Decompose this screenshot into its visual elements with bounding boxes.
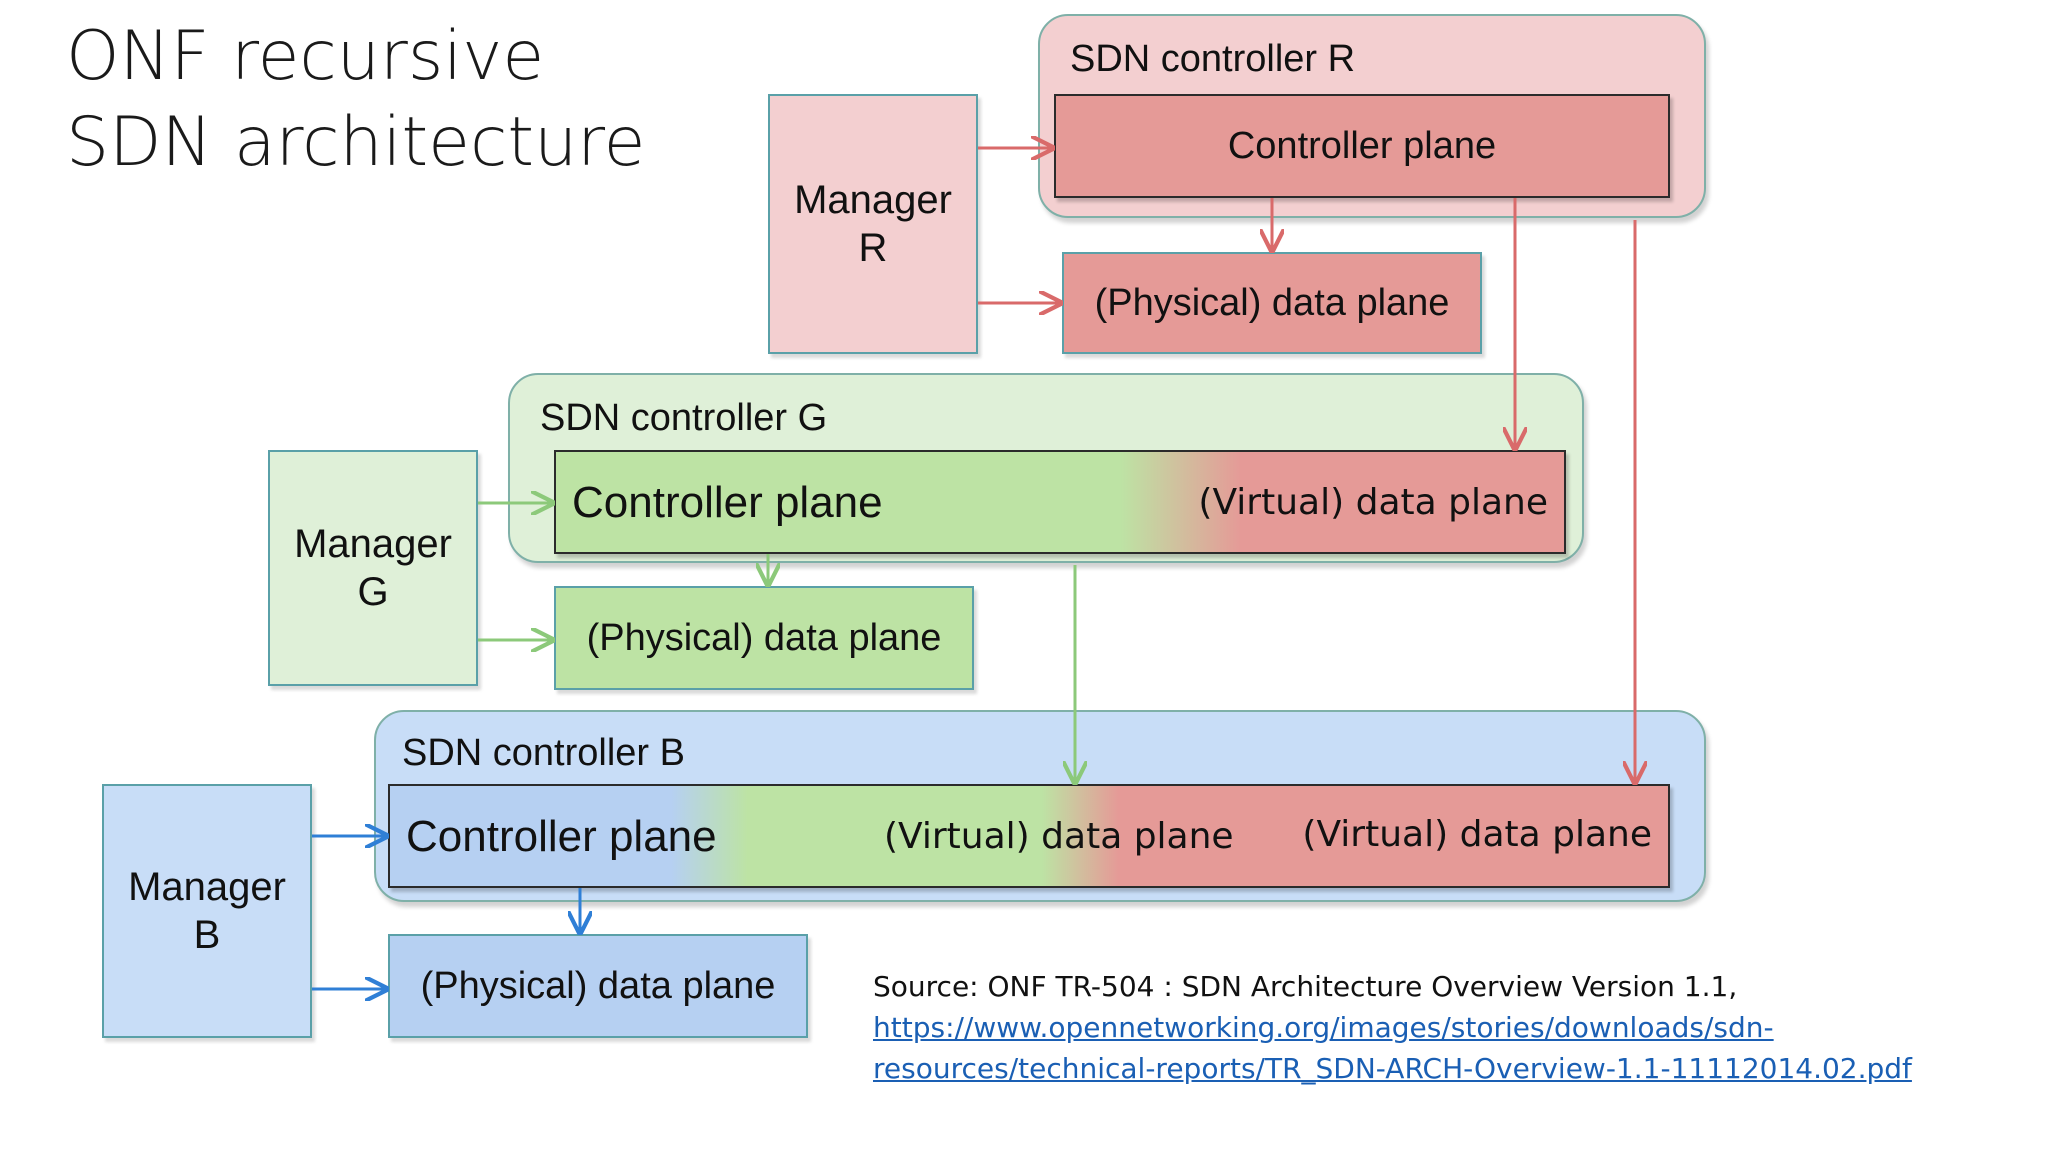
controller-b-label: SDN controller B <box>402 732 685 774</box>
controller-b-physical-data-plane: (Physical) data plane <box>388 934 808 1038</box>
controller-g-controller-plane: Controller plane (Virtual) data plane <box>554 450 1566 554</box>
controller-plane-label: Controller plane <box>572 478 883 527</box>
controller-plane-label: Controller plane <box>1227 124 1497 167</box>
controller-r-label: SDN controller R <box>1070 38 1356 80</box>
manager-b: Manager B <box>102 784 312 1038</box>
virtual-data-plane-r-label: (Virtual) data plane <box>1302 814 1652 855</box>
source-link-line-1[interactable]: https://www.opennetworking.org/images/st… <box>873 1011 1774 1044</box>
physical-data-plane-label: (Physical) data plane <box>586 616 942 659</box>
manager-g-line-2: G <box>357 570 389 614</box>
manager-r: Manager R <box>768 94 978 354</box>
controller-b-controller-plane: Controller plane (Virtual) data plane (V… <box>388 784 1670 888</box>
manager-g: Manager G <box>268 450 478 686</box>
physical-data-plane-label: (Physical) data plane <box>420 964 776 1007</box>
controller-r-physical-data-plane: (Physical) data plane <box>1062 252 1482 354</box>
source-text: Source: ONF TR-504 : SDN Architecture Ov… <box>873 970 1738 1003</box>
manager-r-line-2: R <box>858 226 888 270</box>
source-link-line-2[interactable]: resources/technical-reports/TR_SDN-ARCH-… <box>873 1052 1912 1085</box>
manager-b-line-1: Manager <box>128 865 286 909</box>
manager-b-line-2: B <box>193 913 221 957</box>
virtual-data-plane-g-label: (Virtual) data plane <box>884 816 1234 857</box>
title-line-2: SDN architecture <box>66 103 646 182</box>
virtual-data-plane-label: (Virtual) data plane <box>1198 482 1548 523</box>
source-citation: Source: ONF TR-504 : SDN Architecture Ov… <box>873 966 1912 1089</box>
title-line-1: ONF recursive <box>66 17 545 96</box>
controller-g-physical-data-plane: (Physical) data plane <box>554 586 974 690</box>
physical-data-plane-label: (Physical) data plane <box>1094 281 1450 324</box>
controller-g-label: SDN controller G <box>540 397 828 439</box>
manager-r-line-1: Manager <box>794 178 952 222</box>
controller-r-controller-plane: Controller plane <box>1054 94 1670 198</box>
controller-plane-label: Controller plane <box>406 812 717 861</box>
manager-g-line-1: Manager <box>294 522 452 566</box>
page-title: ONF recursive SDN architecture <box>66 14 766 186</box>
